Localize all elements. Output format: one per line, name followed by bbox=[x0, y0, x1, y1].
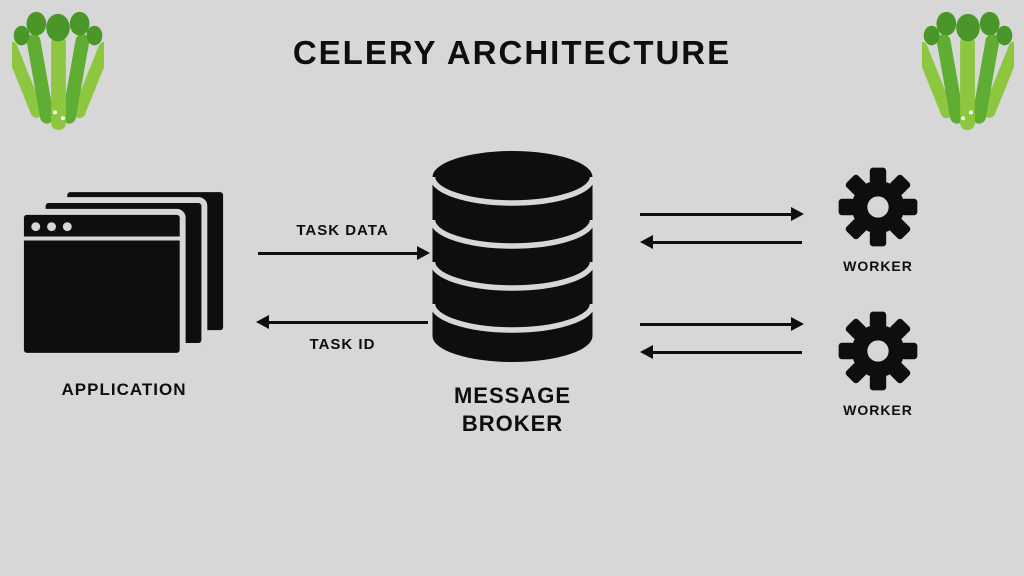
application-label: APPLICATION bbox=[61, 380, 187, 399]
broker-to-worker1-arrow bbox=[640, 207, 804, 221]
application-icon bbox=[18, 185, 230, 360]
message-broker-label-line1: MESSAGE bbox=[453, 383, 572, 408]
celery-icon bbox=[922, 6, 1014, 134]
task-id-label: TASK ID bbox=[309, 336, 376, 353]
celery-icon bbox=[12, 6, 104, 134]
message-broker-label: MESSAGE BROKER bbox=[400, 382, 625, 437]
diagram-title: CELERY ARCHITECTURE bbox=[292, 34, 732, 71]
task-data-arrow bbox=[258, 246, 430, 260]
worker2-to-broker-arrow bbox=[640, 345, 802, 359]
broker-to-worker2-arrow bbox=[640, 317, 804, 331]
worker1-to-broker-arrow bbox=[640, 235, 802, 249]
worker1-label: WORKER bbox=[843, 258, 913, 274]
task-data-label: TASK DATA bbox=[296, 222, 389, 239]
message-broker-icon bbox=[430, 150, 595, 364]
message-broker-label-line2: BROKER bbox=[461, 410, 564, 436]
worker2-gear-icon bbox=[837, 310, 919, 392]
task-id-arrow bbox=[256, 315, 428, 329]
worker2-label: WORKER bbox=[843, 402, 913, 418]
worker1-gear-icon bbox=[837, 166, 919, 248]
